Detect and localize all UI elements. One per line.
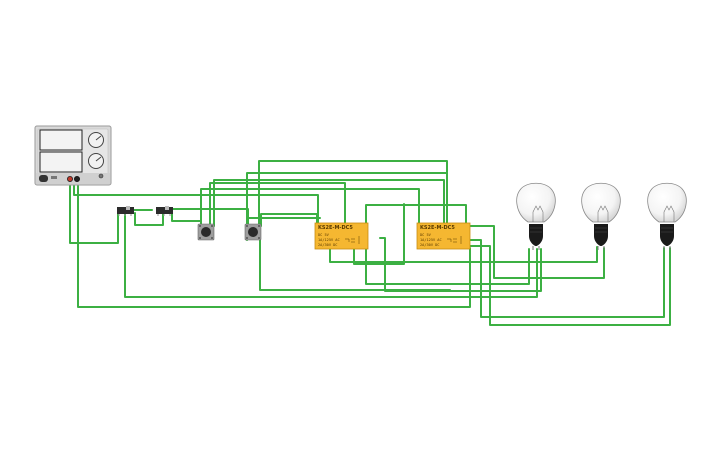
relay-1-line-2: 1A/125V AC [318,238,340,242]
light-bulb-2[interactable] [581,182,621,250]
slide-switch-2[interactable] [156,206,173,216]
wires [69,160,671,326]
relay-1-line-1: DC 5V [318,233,330,237]
wire[interactable] [213,179,445,227]
voltage-display [39,129,83,151]
relay-1-name: KS2E-M-DC5 [318,225,353,231]
wire[interactable] [171,212,202,234]
wire[interactable] [329,246,598,263]
pushbutton-2[interactable] [244,223,262,241]
wire[interactable] [200,188,420,227]
wire[interactable] [73,180,319,224]
negative-terminal[interactable] [74,175,81,182]
relay-2-line-1: DC 5V [420,233,432,237]
relay-2-line-2: 1A/125V AC [420,238,442,242]
wire[interactable] [467,225,605,279]
light-bulb-3[interactable] [647,182,687,250]
wire[interactable] [259,239,451,291]
light-bulb-1[interactable] [516,182,556,250]
relay-2-name: KS2E-M-DC5 [420,225,455,231]
wire[interactable] [353,203,405,265]
wire[interactable] [467,245,671,326]
wire[interactable] [365,204,467,229]
wire[interactable] [209,182,346,227]
wire[interactable] [69,180,119,244]
wire[interactable] [258,160,448,227]
wire[interactable] [134,212,164,226]
wire[interactable] [124,212,538,298]
ground-terminal[interactable] [98,173,104,179]
pushbutton-1[interactable] [197,223,215,241]
relay-1-line-3: 2A/30V DC [318,243,337,247]
wire[interactable] [467,239,665,318]
relay-2-line-3: 2A/30V DC [420,243,439,247]
relay-2[interactable]: KS2E-M-DC5 DC 5V 1A/125V AC 2A/30V DC [416,222,471,250]
wire[interactable] [77,180,471,308]
slide-switch-1[interactable] [117,206,134,216]
current-display [39,151,83,173]
power-button[interactable] [39,175,48,182]
wire[interactable] [260,213,318,229]
relay-1[interactable]: KS2E-M-DC5 DC 5V 1A/125V AC 2A/30V DC [314,222,369,250]
power-supply[interactable] [34,125,112,186]
positive-terminal[interactable] [67,175,74,182]
